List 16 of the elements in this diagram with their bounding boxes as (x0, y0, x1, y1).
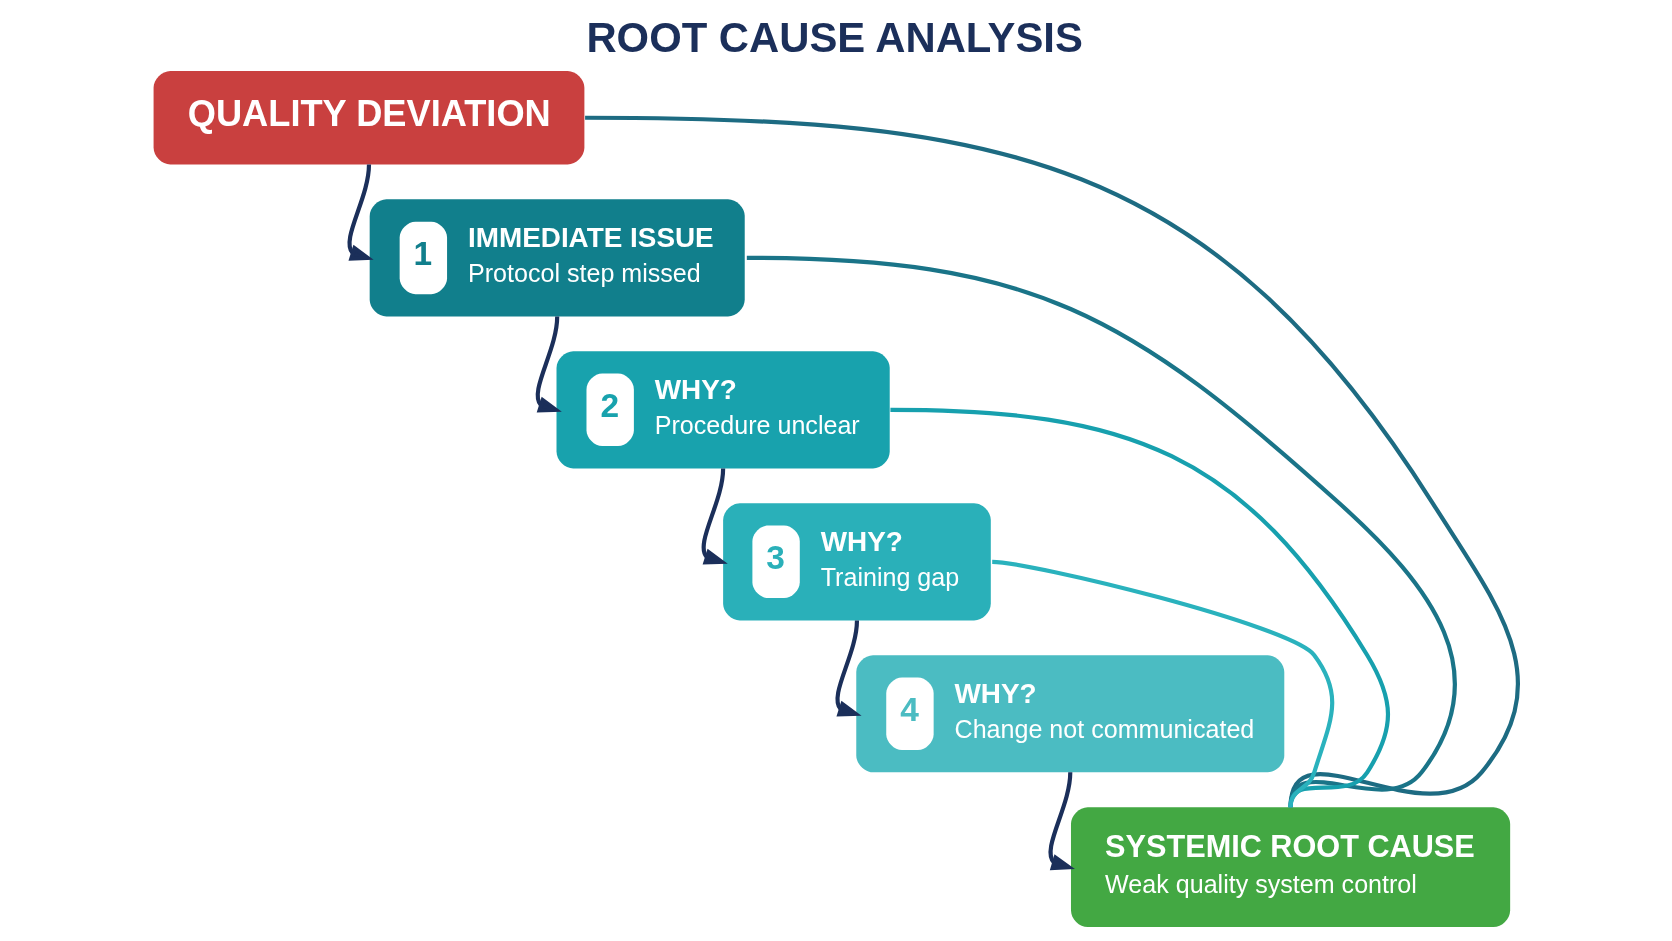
arrow (835, 620, 862, 717)
node-box: 3 WHY? Training gap (723, 503, 991, 621)
node-box: 2 WHY? Procedure unclear (556, 351, 890, 469)
arrow (701, 468, 728, 565)
arrow (1048, 772, 1075, 871)
node-box: QUALITY DEVIATION (153, 71, 585, 165)
diagram-title: ROOT CAUSE ANALYSIS (586, 13, 1083, 61)
node-box: SYSTEMIC ROOT CAUSE Weak quality system control (1071, 807, 1511, 928)
connector (746, 255, 1457, 808)
arrow (347, 164, 374, 261)
arrow (535, 316, 562, 413)
connector (890, 407, 1390, 808)
connector (585, 115, 1521, 808)
node-box: 1 IMMEDIATE ISSUE Protocol step missed (369, 199, 745, 317)
connector (992, 559, 1335, 808)
node-box: 4 WHY? Change not communicated (856, 655, 1285, 773)
